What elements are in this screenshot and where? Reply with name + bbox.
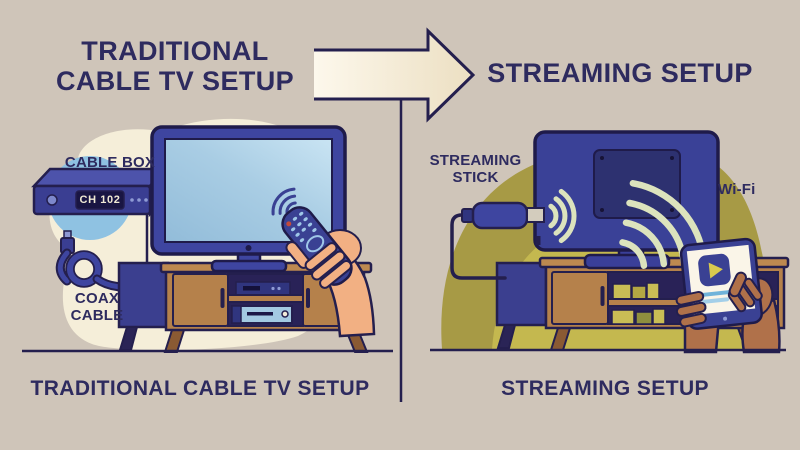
- tv-back-illustration: [533, 130, 720, 270]
- left-caption: TRADITIONAL CABLE TV SETUP: [30, 377, 370, 400]
- right-title: STREAMING SETUP: [487, 58, 753, 88]
- coax-cable-label: COAX CABLE: [70, 290, 124, 324]
- arrow-right-icon: [314, 27, 476, 123]
- streaming-stick-label: STREAMING STICK: [429, 152, 522, 186]
- remote-hand-illustration: [281, 206, 376, 338]
- signal-waves-icon: [271, 187, 297, 216]
- left-title: TRADITIONAL CABLE TV SETUP: [55, 36, 295, 97]
- left-scene: [22, 118, 393, 353]
- tv-illustration: [150, 125, 347, 273]
- right-caption: STREAMING SETUP: [501, 377, 709, 400]
- cable-box-label: CABLE BOX: [64, 154, 156, 171]
- streaming-stick-illustration: [450, 201, 545, 280]
- tablet-hands-illustration: [675, 237, 781, 354]
- wifi-label: Wi-Fi: [718, 181, 756, 198]
- right-scene: [430, 130, 790, 354]
- channel-display: CH 102: [79, 194, 121, 206]
